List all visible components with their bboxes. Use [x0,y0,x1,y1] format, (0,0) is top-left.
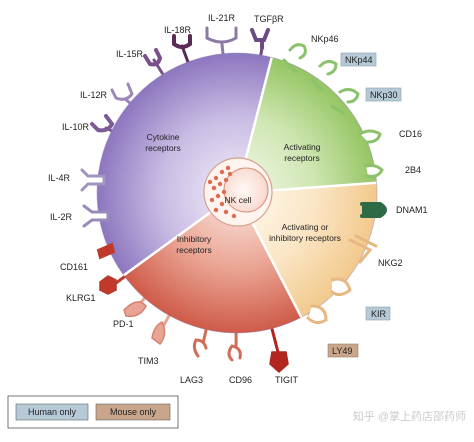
label-2b4: 2B4 [405,165,421,175]
tgfbr-icon [252,30,268,48]
label-nkp46: NKp46 [311,34,339,44]
il18r-icon [174,36,190,47]
granule [224,210,228,214]
granule [228,172,232,176]
nk-cell-center: NK cell [204,158,272,226]
nk-cell-label: NK cell [225,195,252,205]
legend: Human only Mouse only [8,396,178,428]
klrg1-icon [100,276,116,294]
tigit-icon [270,352,288,372]
label-lag3: LAG3 [180,375,203,385]
label-cd16: CD16 [399,129,422,139]
granule [232,214,236,218]
label-pd1: PD-1 [113,319,134,329]
label-kir: KIR [371,309,387,319]
label-tgfbr: TGFβR [254,14,284,24]
label-tim3: TIM3 [138,356,159,366]
sector-inhibitory-label-1: Inhibitory [177,234,212,244]
label-nkg2: NKG2 [378,258,403,268]
sector-cytokine-label-2: receptors [145,143,180,153]
tim3-icon [152,322,165,344]
label-il12r: IL-12R [80,90,108,100]
granule [220,202,224,206]
label-tigit: TIGIT [275,375,298,385]
label-il15r: IL-15R [116,49,144,59]
granule [212,186,216,190]
granule [216,194,220,198]
label-il4r: IL-4R [48,173,71,183]
granule [210,198,214,202]
legend-mouse-label: Mouse only [110,407,157,417]
sector-activating-inhibitory-label-1: Activating or [282,222,329,232]
granule [220,170,224,174]
granule [218,182,222,186]
sector-activating-inhibitory-label-2: inhibitory receptors [269,233,341,243]
label-dnam1: DNAM1 [396,205,428,215]
kir-icon [332,279,350,294]
label-cd161: CD161 [60,262,88,272]
granule [222,190,226,194]
pd1-icon [124,302,146,316]
watermark: 知乎 @掌上药店邵药师 [353,409,466,423]
granule [224,178,228,182]
label-cd96: CD96 [229,375,252,385]
il12r-icon [112,84,132,99]
cd96-icon [229,346,240,360]
label-klrg1: KLRG1 [66,293,96,303]
sector-activating-label-1: Activating [284,142,321,152]
label-il2r: IL-2R [50,212,73,222]
label-il10r: IL-10R [62,122,90,132]
granule [226,166,230,170]
sector-inhibitory-label-2: receptors [176,245,211,255]
label-il21r: IL-21R [208,13,236,23]
2b4-icon [366,166,382,177]
sector-activating-label-2: receptors [284,153,319,163]
legend-human-label: Human only [28,407,77,417]
sector-cytokine-label-1: Cytokine [146,132,179,142]
lag3-icon [194,340,206,356]
label-il18r: IL-18R [164,25,192,35]
label-nkp44: NKp44 [345,55,373,65]
il10r-icon [92,116,112,130]
granule [208,180,212,184]
label-nkp30: NKp30 [370,90,398,100]
label-ly49: LY49 [332,346,352,356]
dnam1-icon [362,204,385,216]
il15r-icon [145,50,160,64]
il21r-icon [207,28,236,42]
granule [214,208,218,212]
granule [214,176,218,180]
